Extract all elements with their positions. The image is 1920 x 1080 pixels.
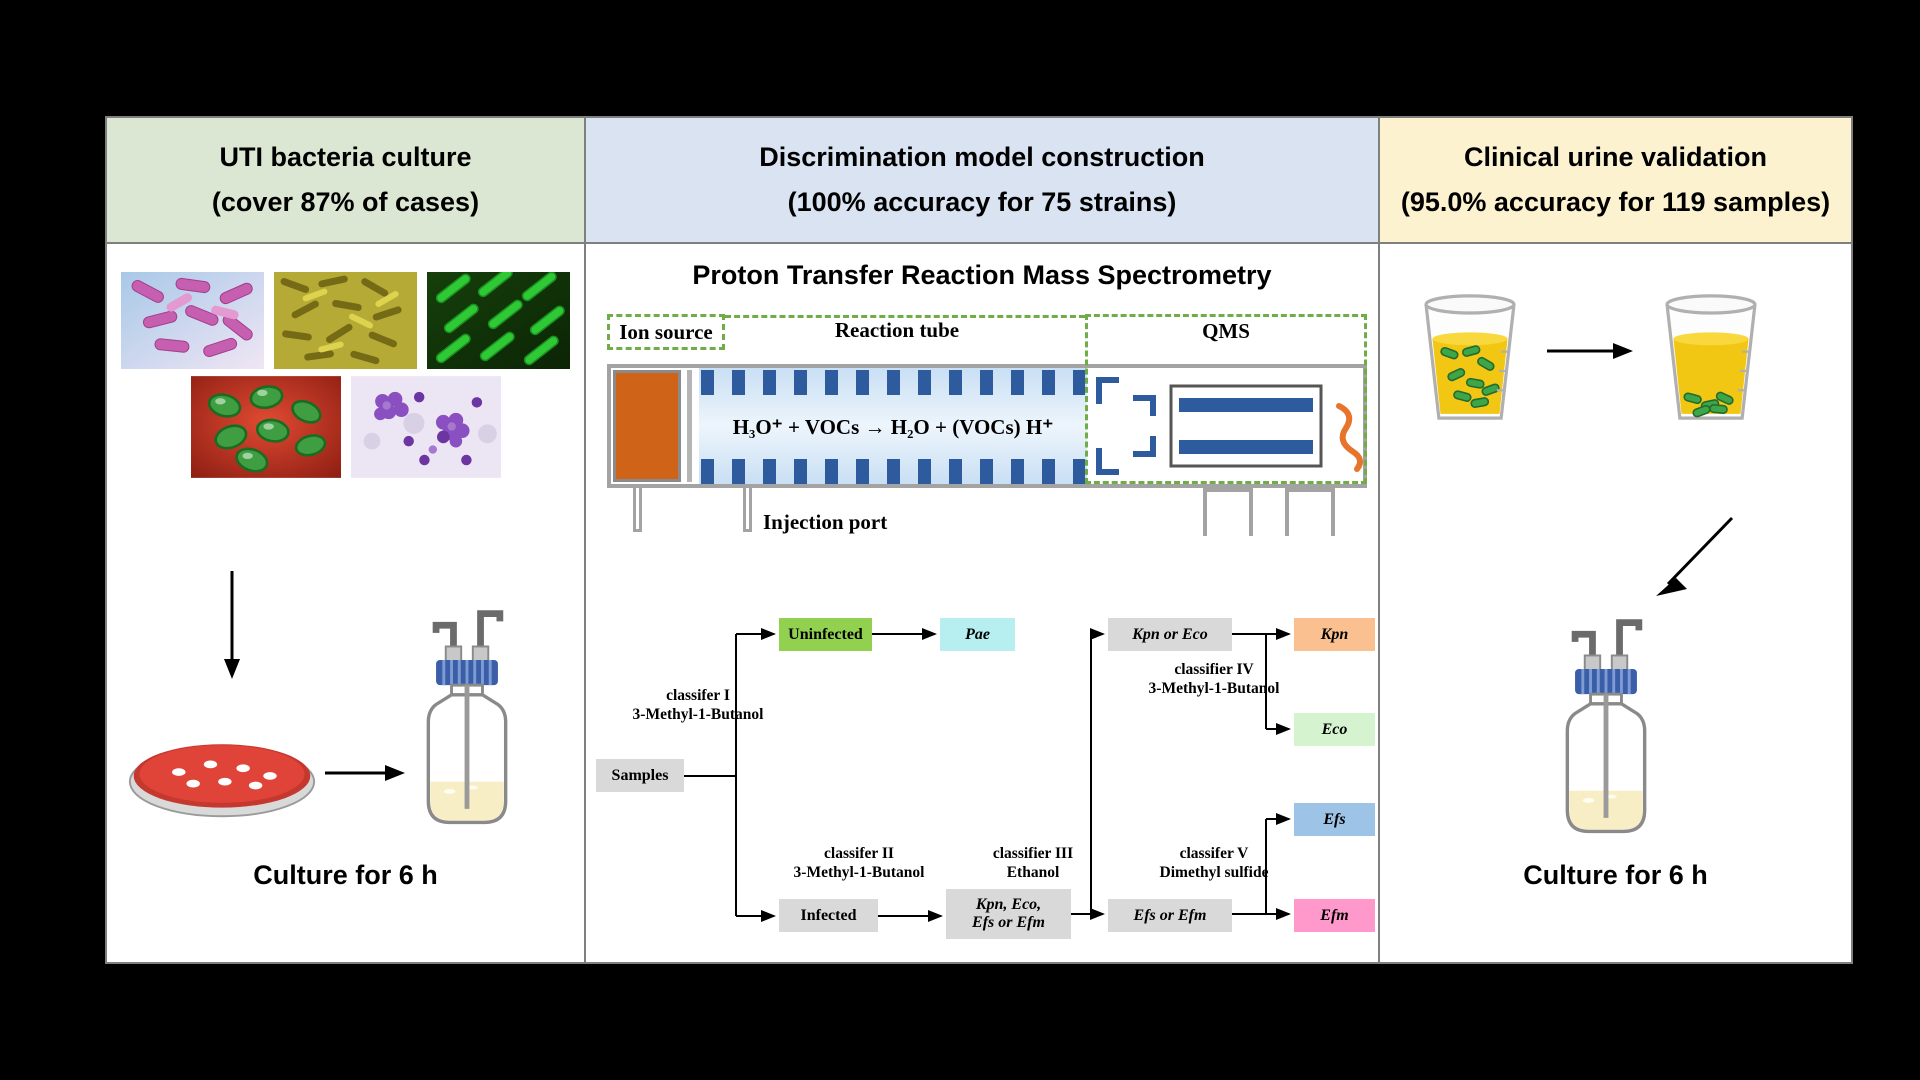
classifier3-line1: classifier III [992, 845, 1074, 862]
classifier1-line1: classifer I [666, 687, 730, 704]
bacteria-image-row-2 [107, 376, 584, 478]
flow-box-pae: Pae [940, 618, 1015, 651]
mixed-line2: Efs or Efm [972, 914, 1045, 931]
reaction-tube-electrodes-bottom [701, 459, 1085, 484]
urine-cup-raw [1424, 294, 1516, 420]
classifier2-line2: 3-Methyl-1-Butanol [793, 864, 925, 882]
panel-mid-body: Proton Transfer Reaction Mass Spectromet… [586, 244, 1378, 962]
panel-mid-title: Discrimination model construction [759, 142, 1205, 172]
panel-clinical-validation: Clinical urine validation (95.0% accurac… [1380, 118, 1851, 962]
bacteria-image-1 [121, 272, 264, 369]
classifier5-line1: classifer V [1179, 845, 1249, 862]
bacteria-image-2 [274, 272, 417, 369]
reaction-tube-label: Reaction tube [834, 318, 960, 342]
bacteria-image-row-1 [107, 272, 584, 369]
qms-internals [1096, 377, 1364, 475]
qms-dashed-box [1085, 314, 1367, 484]
classifier5-line2: Dimethyl sulfide [1159, 864, 1269, 882]
classifier4-line1: classifier IV [1174, 661, 1254, 678]
instrument-leg-1 [633, 488, 642, 532]
arrow-diagonal-icon [1656, 516, 1734, 596]
flow-box-efs-or-efm: Efs or Efm [1108, 899, 1232, 932]
classifier1-label: classifer I 3-Methyl-1-Butanol [603, 686, 793, 725]
qms-stand-1 [1203, 488, 1253, 536]
bacteria-image-3 [427, 272, 570, 369]
flow-box-kpn: Kpn [1294, 618, 1375, 651]
classification-flowchart: Samples Uninfected Infected Pae Kpn, Eco… [596, 616, 1375, 948]
ptrms-title: Proton Transfer Reaction Mass Spectromet… [692, 260, 1272, 290]
culture-label-left: Culture for 6 h [253, 860, 438, 890]
arrow-right-icon [325, 765, 405, 781]
panel-mid-subtitle: (100% accuracy for 75 strains) [787, 187, 1177, 217]
mixed-line1: Kpn, Eco, [975, 896, 1042, 914]
injection-port-label: Injection port [763, 510, 888, 534]
reaction-tube-electrodes-top [701, 370, 1085, 395]
arrow-right-icon [1547, 343, 1633, 359]
reaction-formula: H₃O⁺ + VOCs → H₂O + (VOCs) H⁺ [732, 415, 1054, 439]
petri-dish [128, 744, 316, 818]
qms-stand-2 [1285, 488, 1335, 536]
panel-uti-culture: UTI bacteria culture (cover 87% of cases… [107, 118, 586, 962]
panel-mid-header: Discrimination model construction (100% … [586, 118, 1378, 244]
flow-box-samples: Samples [596, 759, 684, 792]
bacteria-image-5 [350, 376, 501, 478]
ion-source-label-box: Ion source [607, 314, 725, 350]
arrow-down-icon [224, 571, 240, 679]
flow-box-infected: Infected [779, 899, 878, 932]
ion-source-label: Ion source [619, 319, 713, 344]
dashed-top-line [725, 315, 1085, 318]
panel-left-title: UTI bacteria culture [219, 142, 472, 172]
bacteria-image-4 [190, 376, 341, 478]
flow-box-kpn-or-eco: Kpn or Eco [1108, 618, 1232, 651]
panel-right-header: Clinical urine validation (95.0% accurac… [1380, 118, 1851, 244]
flow-box-eco: Eco [1294, 713, 1375, 746]
injection-port-tube [743, 488, 752, 532]
ptrms-diagram: H₃O⁺ + VOCs → H₂O + (VOCs) H⁺ Ion source… [607, 314, 1367, 564]
panel-right-title: Clinical urine validation [1463, 142, 1768, 172]
classifier1-line2: 3-Methyl-1-Butanol [632, 706, 764, 724]
classifier3-label: classifier III Ethanol [938, 844, 1128, 883]
qms-label: QMS [1202, 319, 1250, 343]
panel-discrimination-model: Discrimination model construction (100% … [586, 118, 1380, 962]
classifier4-line2: 3-Methyl-1-Butanol [1148, 680, 1280, 698]
classifier5-label: classifer V Dimethyl sulfide [1119, 844, 1309, 883]
flow-box-uninfected: Uninfected [779, 618, 872, 651]
classifier3-line2: Ethanol [1006, 864, 1060, 882]
classifier2-label: classifer II 3-Methyl-1-Butanol [764, 844, 954, 883]
flow-box-efm: Efm [1294, 899, 1375, 932]
panel-left-subtitle: (cover 87% of cases) [211, 187, 480, 217]
panel-right-body: Culture for 6 h [1380, 244, 1851, 962]
workflow-figure: UTI bacteria culture (cover 87% of cases… [105, 116, 1853, 964]
panel-left-body: Culture for 6 h [107, 244, 584, 962]
ion-lens-divider [687, 370, 692, 482]
flowchart-connectors [684, 628, 1291, 922]
ion-source-block [613, 370, 681, 482]
panel-left-header: UTI bacteria culture (cover 87% of cases… [107, 118, 584, 244]
gas-washing-bottle [409, 602, 525, 834]
panel-right-subtitle: (95.0% accuracy for 119 samples) [1400, 187, 1831, 217]
gas-washing-bottle [1548, 611, 1664, 843]
urine-cup-cultured [1665, 294, 1757, 420]
flow-box-efs: Efs [1294, 803, 1375, 836]
classifier2-line1: classifer II [824, 845, 894, 862]
classifier4-label: classifier IV 3-Methyl-1-Butanol [1119, 660, 1309, 699]
culture-label-right: Culture for 6 h [1523, 860, 1708, 890]
flow-box-kpn-eco-efs-efm: Kpn, Eco, Efs or Efm [946, 889, 1071, 939]
